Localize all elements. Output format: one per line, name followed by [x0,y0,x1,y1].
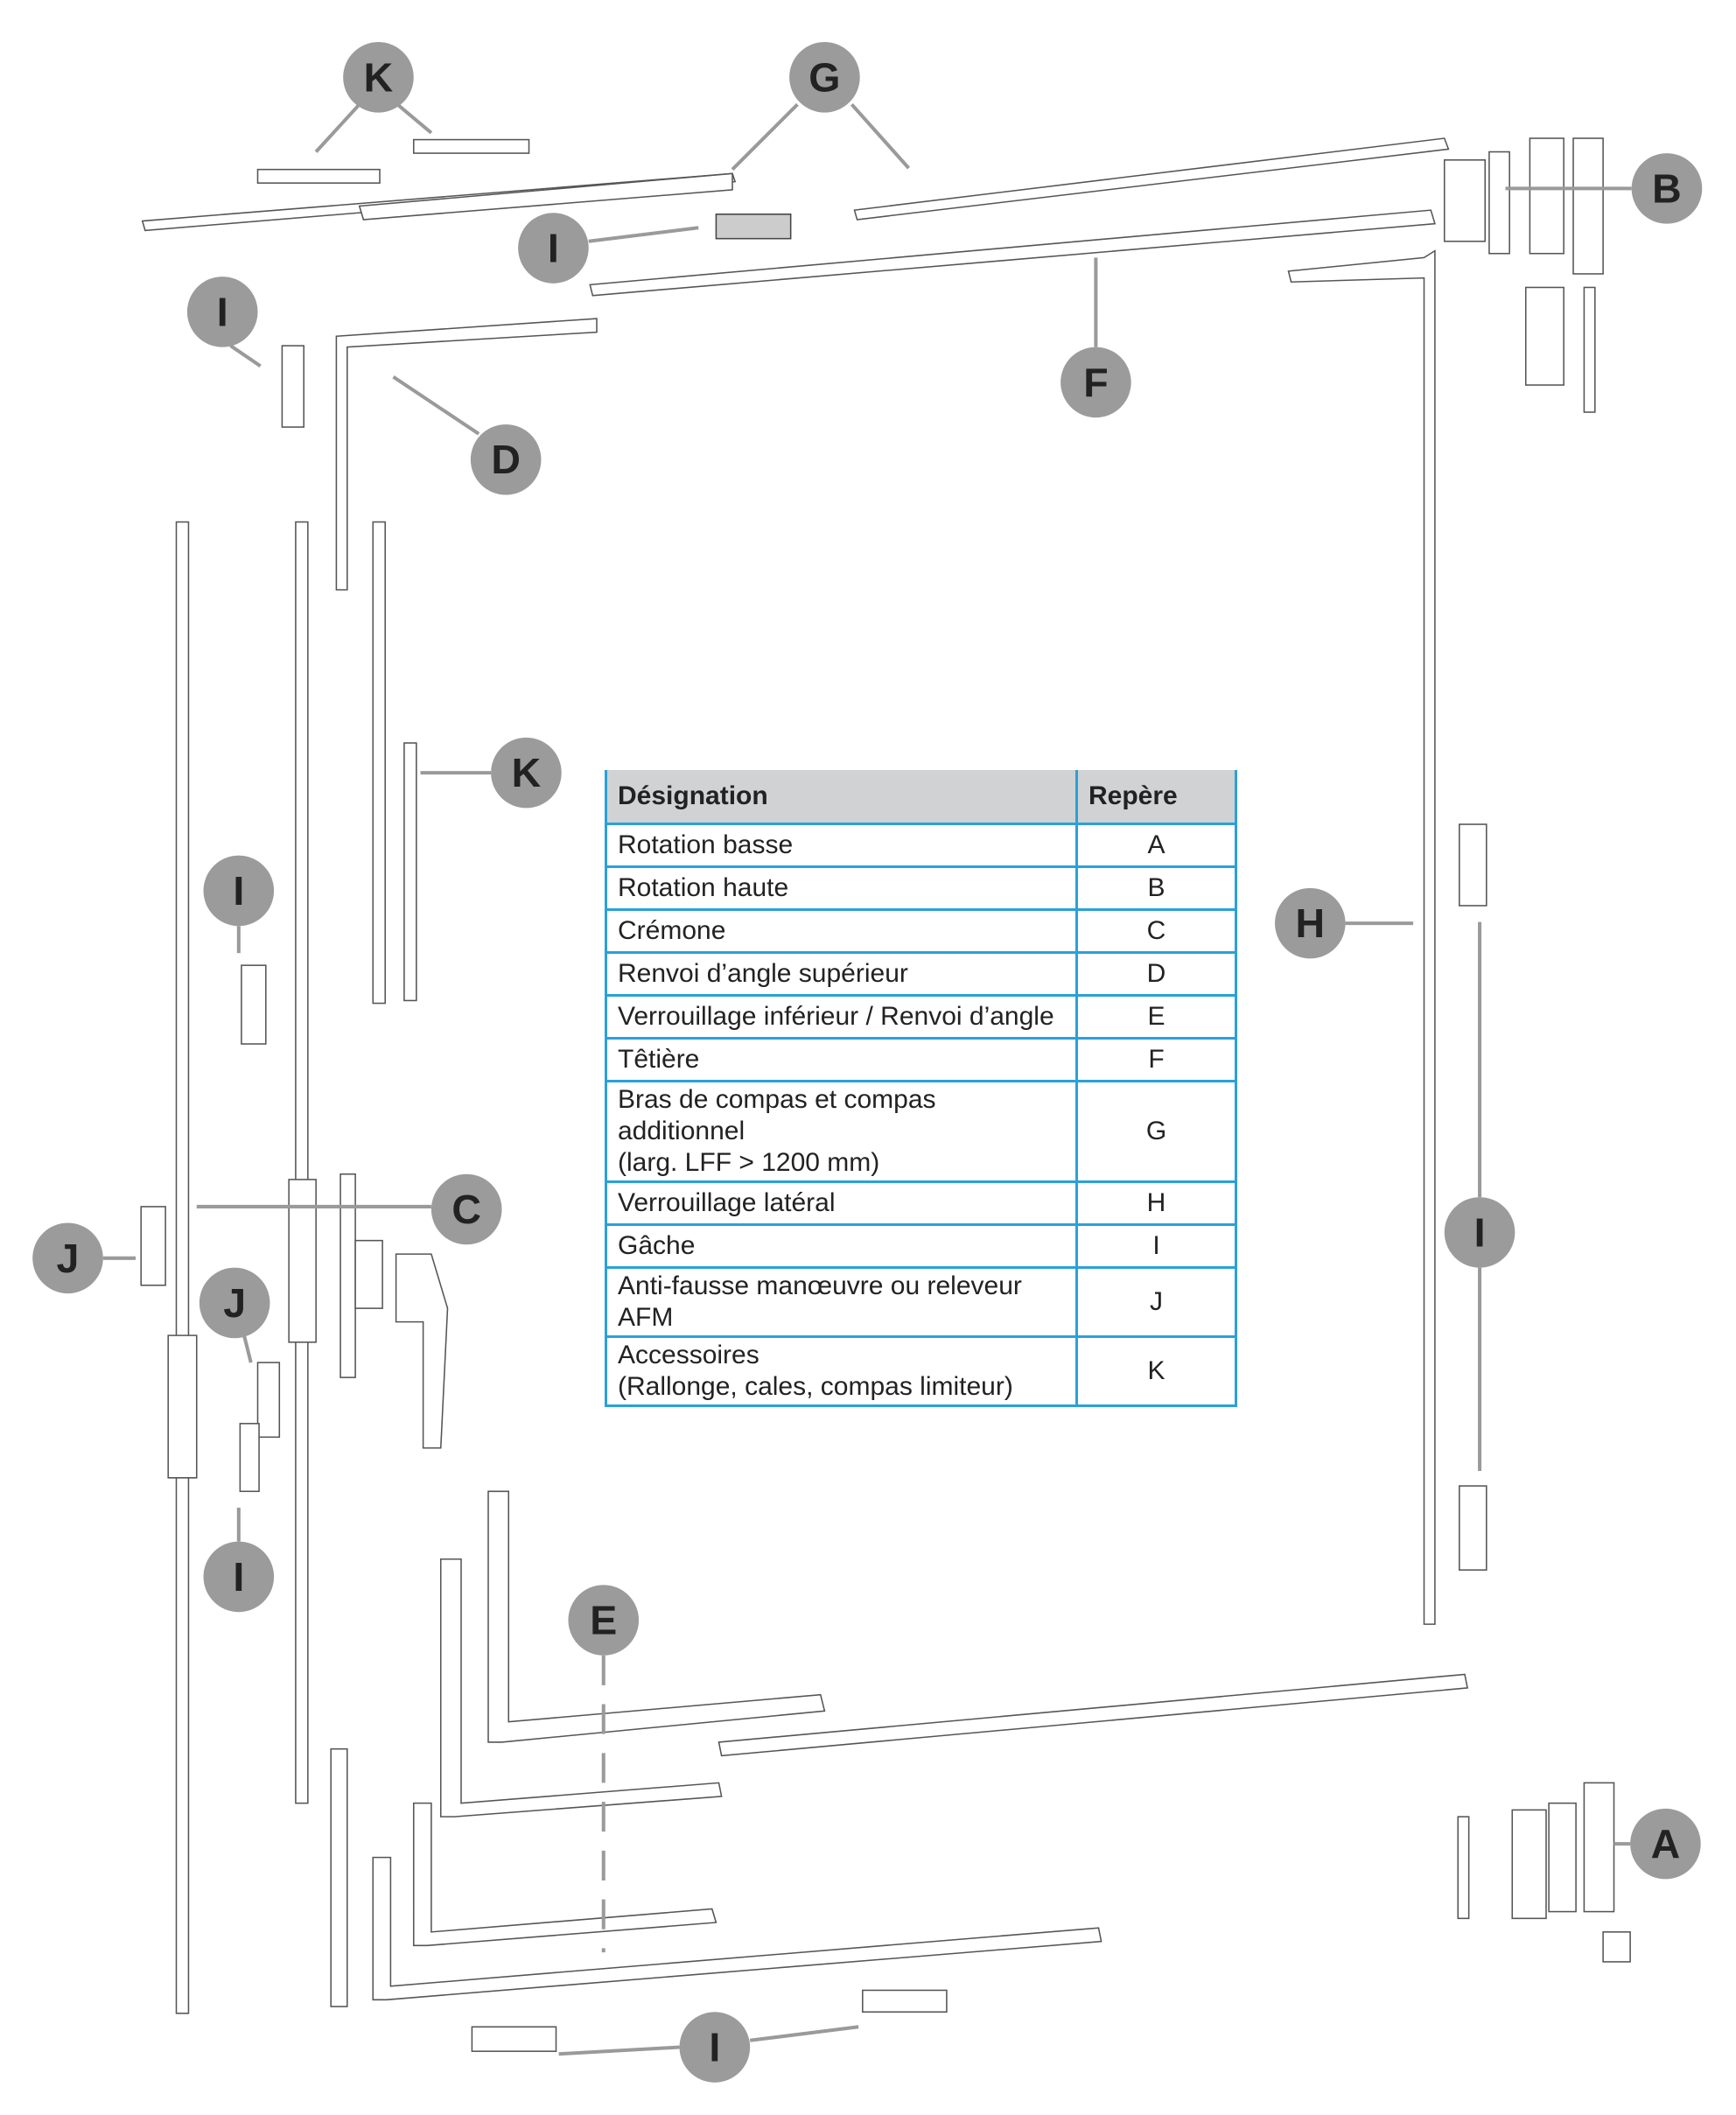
svg-text:I: I [1474,1209,1486,1255]
designation-cell: Crémone [605,908,1078,954]
svg-text:B: B [1652,165,1682,211]
callout-I-1: I [518,213,589,284]
leader-lines [102,102,1632,2056]
repere-cell: D [1075,951,1237,997]
callout-J-1: J [32,1222,103,1294]
callout-A: A [1630,1808,1701,1880]
hardware-parts [140,137,1631,2052]
svg-text:A: A [1651,1821,1681,1866]
callout-K-1: K [343,42,414,113]
table-header: Désignation Repère [605,770,1237,825]
svg-text:G: G [808,54,840,100]
callout-I-5: I [203,1541,275,1613]
designation-cell: Anti-fausse manœuvre ou releveur AFM [605,1266,1078,1338]
callout-C: C [430,1173,502,1245]
svg-text:C: C [452,1187,481,1232]
designation-line: (larg. LFF > 1200 mm) [618,1148,880,1177]
svg-text:K: K [364,54,394,100]
designation-cell: Gâche [605,1223,1078,1269]
designation-line: Accessoires [618,1341,760,1369]
repere-cell: A [1075,823,1237,868]
callout-I-2: I [186,277,258,347]
callout-H: H [1275,887,1346,959]
repere-cell: H [1075,1180,1237,1226]
callout-I-6: I [679,2012,751,2083]
callout-B: B [1631,153,1703,224]
repere-cell: I [1075,1223,1237,1269]
repere-cell: E [1075,994,1237,1040]
header-designation: Désignation [605,770,1078,825]
designation-cell: Têtière [605,1037,1078,1082]
svg-text:I: I [709,2025,720,2070]
svg-text:J: J [57,1236,80,1281]
header-repere: Repère [1075,770,1237,825]
designation-cell: Rotation basse [605,823,1078,868]
callout-I-4: I [1444,1197,1516,1268]
designation-cell: Renvoi d’angle supérieur [605,951,1078,997]
callout-I-3: I [203,855,275,927]
svg-text:F: F [1083,360,1108,405]
svg-text:I: I [217,289,228,334]
repere-cell: F [1075,1037,1237,1082]
callout-E: E [568,1585,640,1656]
svg-text:I: I [548,226,559,271]
designation-cell: Verrouillage inférieur / Renvoi d’angle [605,994,1078,1040]
svg-text:I: I [233,868,244,914]
repere-cell: B [1075,865,1237,911]
callout-K-2: K [491,737,562,809]
callout-G: G [789,42,860,113]
callout-J-2: J [199,1267,270,1339]
svg-text:E: E [590,1597,617,1642]
svg-text:D: D [491,437,521,482]
svg-text:H: H [1296,900,1326,946]
designation-cell: Bras de compas et compas additionnel (lar… [605,1080,1078,1183]
svg-text:I: I [233,1554,244,1600]
designation-cell: Accessoires (Rallonge, cales, compas limi… [605,1335,1078,1407]
repere-cell: C [1075,908,1237,954]
callout-F: F [1060,347,1131,418]
svg-text:J: J [223,1280,246,1326]
designation-line: Bras de compas et compas additionnel [618,1085,936,1145]
table-row: Accessoires (Rallonge, cales, compas limi… [605,1335,1237,1407]
callout-D: D [470,424,542,495]
repere-cell: G [1075,1080,1237,1183]
designation-line: (Rallonge, cales, compas limiteur) [618,1372,1013,1401]
repere-cell: K [1075,1335,1237,1407]
designation-cell: Rotation haute [605,865,1078,911]
table-row: Bras de compas et compas additionnel (lar… [605,1080,1237,1183]
designation-cell: Verrouillage latéral [605,1180,1078,1226]
svg-text:K: K [512,750,542,795]
repere-cell: J [1075,1266,1237,1338]
